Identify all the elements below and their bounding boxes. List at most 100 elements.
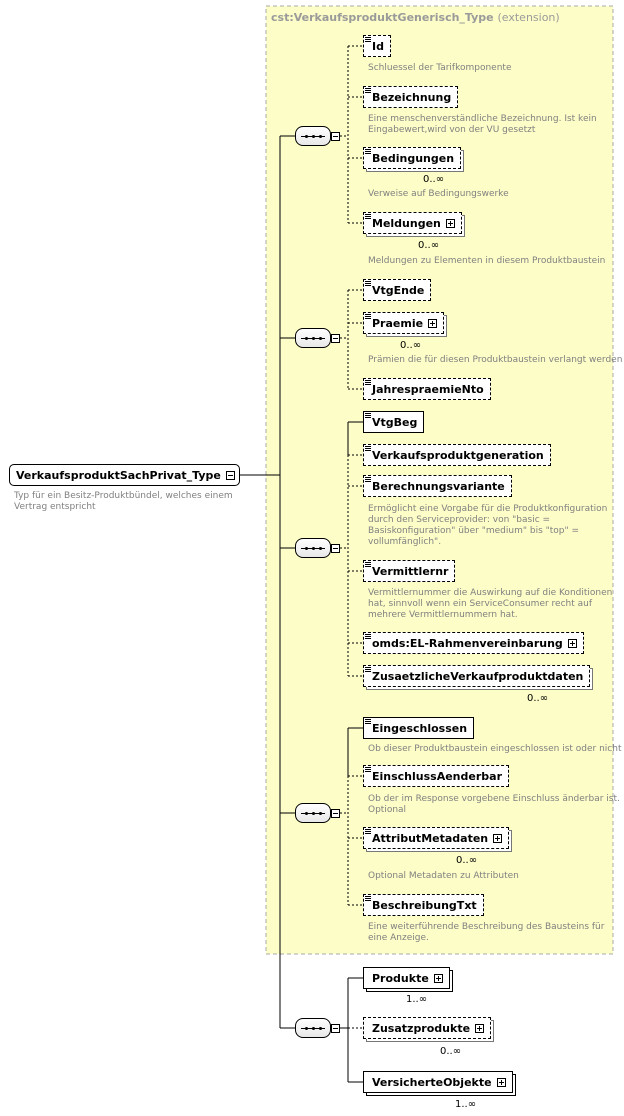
cardinality-label: 1..∞ [455,1099,477,1110]
element-node-vtgbeg[interactable]: VtgBeg [363,411,425,433]
documentation-icon [365,719,371,725]
element-node-beschreibungtxt[interactable]: BeschreibungTxt [363,894,484,916]
expand-icon[interactable] [567,638,577,648]
description-line: vollumfänglich". [368,537,442,547]
cardinality-label: 0..∞ [400,340,422,351]
element-node-verkaufsproduktgeneration[interactable]: Verkaufsproduktgeneration [363,444,551,466]
element-description: Schluessel der Tarifkomponente [368,63,512,73]
element-node-vermittlernr[interactable]: Vermittlernr [363,560,456,582]
expand-icon[interactable] [445,218,455,228]
element-name: BeschreibungTxt [372,898,477,912]
element-description: Ermöglicht eine Vorgabe für die Produktk… [368,504,607,548]
element-name: Bedingungen [372,151,455,165]
description-line: hat, sinnvoll wenn ein ServiceConsumer r… [368,599,593,609]
documentation-icon [365,281,371,287]
sequence-icon [295,328,331,348]
element-node-el-rahmenvereinbarung[interactable]: omds:EL-Rahmenvereinbarung [363,632,584,654]
extension-type-name: cst:VerkaufsproduktGenerisch_Type [271,11,494,24]
description-line: Eine menschenverständliche Bezeichnung. … [368,114,597,124]
description-line: Optional [368,805,407,815]
element-node-produkte[interactable]: Produkte [363,967,450,989]
element-node-berechnungsvariante[interactable]: Berechnungsvariante [363,475,512,497]
documentation-icon [365,149,371,155]
element-name: VtgEnde [372,283,425,297]
root-type-node[interactable]: VerkaufsproduktSachPrivat_Type [9,464,240,486]
element-name: ZusaetzlicheVerkaufproduktdaten [372,669,584,683]
documentation-icon [365,562,371,568]
element-description: Ob dieser Produktbaustein eingeschlossen… [368,744,622,754]
description-line: mehrere Vermittlernummern hat. [368,610,518,620]
element-node-attributmetadaten[interactable]: AttributMetadaten [363,827,510,849]
element-description: Meldungen zu Elementen in diesem Produkt… [368,256,606,266]
sequence-icon [295,1018,331,1038]
documentation-icon [365,88,371,94]
cardinality-label: 0..∞ [440,1046,462,1057]
collapse-icon[interactable] [225,470,235,480]
cardinality-label: 0..∞ [418,240,440,251]
element-name: JahrespraemieNto [372,382,484,396]
element-name: VtgBeg [372,415,418,429]
element-node-vtgende[interactable]: VtgEnde [363,279,432,301]
expand-icon[interactable] [496,1077,506,1087]
collapse-icon[interactable] [331,1024,340,1033]
element-node-zusatzprodukte[interactable]: Zusatzprodukte [363,1017,492,1039]
element-description: Optional Metadaten zu Attributen [368,871,519,881]
description-line: Eine weiterführende Beschreibung des Bau… [368,922,605,932]
documentation-icon [365,413,371,419]
documentation-icon [365,634,371,640]
element-name: Praemie [372,316,424,330]
collapse-icon[interactable] [331,809,340,818]
element-node-jahrespraemiento[interactable]: JahrespraemieNto [363,378,491,400]
description-line: Eingabewert,wird von der VU gesetzt [368,125,536,135]
element-name: omds:EL-Rahmenvereinbarung [372,636,563,650]
sequence-icon [295,538,331,558]
collapse-icon[interactable] [331,132,340,141]
sequence-icon [295,803,331,823]
description-line: Ermöglicht eine Vorgabe für die Produktk… [368,504,608,514]
documentation-icon [365,380,371,386]
element-description: Vermittlernummer die Auswirkung auf die … [368,588,612,621]
element-node-zusaetzlicheverkaufproduktdaten[interactable]: ZusaetzlicheVerkaufproduktdaten [363,665,591,687]
expand-icon[interactable] [428,318,438,328]
element-node-id[interactable]: Id [363,35,391,57]
element-name: Vermittlernr [372,564,449,578]
element-node-bedingungen[interactable]: Bedingungen [363,147,462,169]
element-description: Eine weiterführende Beschreibung des Bau… [368,922,604,944]
description-line: Ob der im Response vorgebene Einschluss … [368,794,620,804]
element-description: Verweise auf Bedingungswerke [368,189,509,199]
element-node-versicherteobjekte[interactable]: VersicherteObjekte [363,1071,513,1093]
element-name: AttributMetadaten [372,831,489,845]
root-type-name: VerkaufsproduktSachPrivat_Type [16,468,221,482]
element-name: Produkte [372,971,429,985]
documentation-icon [365,214,371,220]
documentation-icon [365,37,371,43]
element-node-eingeschlossen[interactable]: Eingeschlossen [363,717,475,739]
element-node-bezeichnung[interactable]: Bezeichnung [363,86,459,108]
element-name: Berechnungsvariante [372,479,505,493]
expand-icon[interactable] [493,833,503,843]
element-node-meldungen[interactable]: Meldungen [363,212,462,234]
documentation-icon [365,829,371,835]
description-line: Basiskonfiguration" über "medium" bis "t… [368,526,580,536]
element-name: EinschlussAenderbar [372,769,502,783]
element-name: VersicherteObjekte [372,1075,492,1089]
element-description: Eine menschenverständliche Bezeichnung. … [368,114,597,136]
root-description: Typ für ein Besitz-Produktbündel, welche… [14,491,233,512]
expand-icon[interactable] [433,973,443,983]
collapse-icon[interactable] [331,334,340,343]
sequence-icon [295,126,331,146]
documentation-icon [365,896,371,902]
element-name: Id [372,39,384,53]
element-node-einschlussaenderbar[interactable]: EinschlussAenderbar [363,765,509,787]
documentation-icon [365,667,371,673]
expand-icon[interactable] [475,1023,485,1033]
element-name: Zusatzprodukte [372,1021,471,1035]
collapse-icon[interactable] [331,544,340,553]
element-node-praemie[interactable]: Praemie [363,312,445,334]
element-description: Ob der im Response vorgebene Einschluss … [368,794,620,816]
description-line: Vermittlernummer die Auswirkung auf die … [368,588,613,598]
extension-label: (extension) [497,11,560,24]
element-description: Prämien die für diesen Produktbaustein v… [368,355,623,365]
element-name: Eingeschlossen [372,721,468,735]
